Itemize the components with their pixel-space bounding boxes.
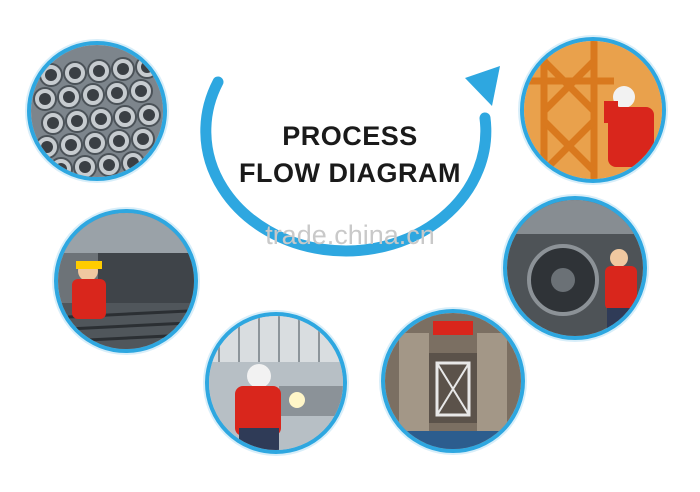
diagram-title: PROCESS FLOW DIAGRAM — [200, 118, 500, 192]
steel-pipes-image — [31, 45, 163, 177]
tower-assembly-image — [524, 41, 662, 179]
step-photo-machining — [503, 196, 647, 340]
step-photo-welding — [205, 312, 347, 454]
welding-image — [209, 316, 343, 450]
title-line-2: FLOW DIAGRAM — [239, 158, 461, 188]
flow-arrowhead-icon — [465, 66, 500, 106]
cutting-image — [58, 213, 194, 349]
galvanizing-image — [385, 313, 521, 449]
title-line-1: PROCESS — [282, 121, 418, 151]
watermark: trade.china.cn — [265, 220, 435, 250]
step-photo-steel-pipes — [27, 41, 167, 181]
step-photo-galvanizing — [381, 309, 525, 453]
machining-image — [507, 200, 643, 336]
step-photo-tower-assembly — [520, 37, 666, 183]
step-photo-cutting — [54, 209, 198, 353]
flow-arc — [200, 76, 492, 257]
